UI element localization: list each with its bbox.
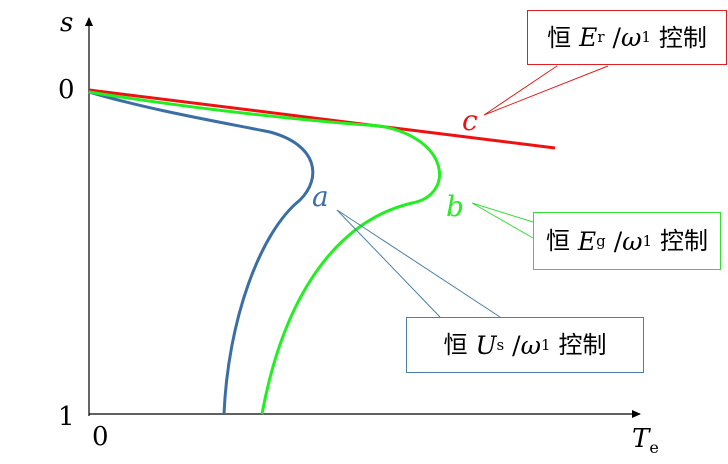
callout-c-suffix: 控制 <box>658 23 707 52</box>
curve-b <box>88 90 441 415</box>
callout-a-pointer-2 <box>336 209 501 318</box>
callout-c-prefix: 恒 <box>547 23 572 52</box>
callout-b-suffix: 控制 <box>660 227 709 255</box>
callout-a-var: U <box>475 330 497 360</box>
callout-a-suffix: 控制 <box>558 331 607 359</box>
x-axis-label-main: T <box>632 424 650 454</box>
callout-b-var: E <box>577 226 597 256</box>
callout-b-slash: / <box>613 226 623 256</box>
curve-label-a: a <box>312 180 329 213</box>
callout-b-sub: g <box>596 231 606 250</box>
curve-c <box>88 88 556 150</box>
callout-b-pointer <box>471 202 534 239</box>
callout-c-slash: / <box>612 23 621 52</box>
callout-c-pointer <box>483 65 609 116</box>
callout-b-prefix: 恒 <box>545 227 570 255</box>
callout-b-omega-sub: 1 <box>642 231 653 250</box>
x-axis-label: Te <box>632 426 659 456</box>
callout-c-omega-sub: 1 <box>641 28 651 46</box>
callout-a-omega: ω <box>520 330 541 360</box>
y-tick-one: 1 <box>58 402 75 432</box>
callout-a-pointer-1 <box>336 209 441 318</box>
callout-a-sub: s <box>496 335 505 354</box>
curve-label-c: c <box>462 104 478 137</box>
x-tick-zero: 0 <box>92 422 109 452</box>
y-axis-label: s <box>60 8 74 38</box>
x-axis-label-sub: e <box>649 438 659 457</box>
callout-c-var: E <box>579 23 598 52</box>
callout-c-omega: ω <box>620 23 642 52</box>
y-tick-zero: 0 <box>58 75 75 105</box>
callout-a-omega-sub: 1 <box>541 335 551 354</box>
callout-b-omega: ω <box>622 226 643 256</box>
callout-a-prefix: 恒 <box>443 331 468 359</box>
curve-label-b: b <box>446 190 464 223</box>
curve-a <box>88 90 315 415</box>
callout-c-sub: r <box>597 28 605 46</box>
callout-a-slash: / <box>512 330 521 360</box>
